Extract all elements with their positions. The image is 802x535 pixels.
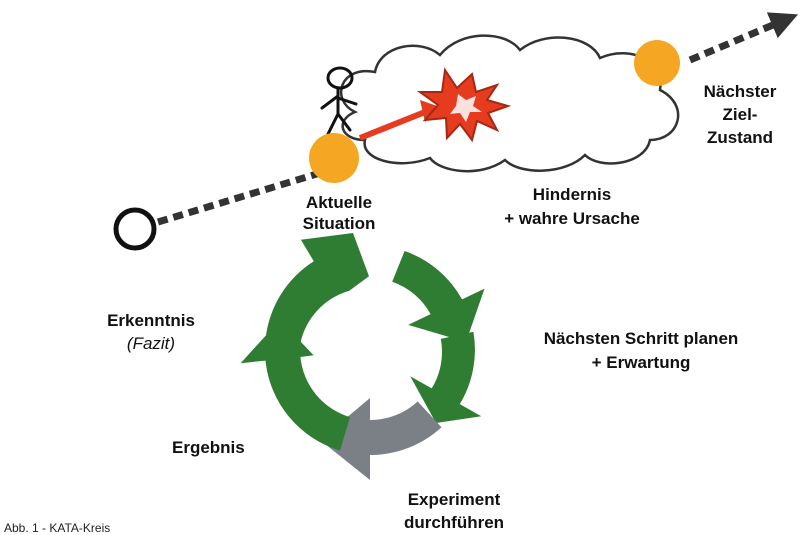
cycle-arrow-insight <box>265 233 369 343</box>
label-plan-next-step: Nächsten Schritt planen + Erwartung <box>506 327 776 375</box>
start-circle-icon <box>113 207 157 251</box>
next-line3: Zustand <box>706 128 774 147</box>
obstacle-line2: + wahre Ursache <box>504 209 640 228</box>
next-line1: Nächster <box>703 82 777 101</box>
current-line2: Situation <box>302 214 376 233</box>
cloud-icon <box>339 34 680 173</box>
experiment-line2: durchführen <box>403 513 505 532</box>
cycle-arrow-obstacle <box>392 251 485 342</box>
path-line-start <box>156 166 332 226</box>
path-line-end <box>688 12 799 64</box>
experiment-line1: Experiment <box>407 490 501 509</box>
obstacle-line1: Hindernis <box>532 185 612 204</box>
explosion-icon <box>416 67 512 143</box>
insight-sub: (Fazit) <box>126 334 176 353</box>
obstacle-arrow <box>358 109 427 141</box>
label-insight: Erkenntnis (Fazit) <box>86 309 216 355</box>
plan-line2: + Erwartung <box>591 353 691 372</box>
next-target-marker <box>634 40 680 86</box>
label-next-target-state: Nächster Ziel- Zustand <box>680 80 800 149</box>
plan-line1: Nächsten Schritt planen <box>543 329 739 348</box>
figure-caption: Abb. 1 - KATA-Kreis <box>4 521 111 535</box>
label-experiment: Experiment durchführen <box>366 488 542 534</box>
label-obstacle: Hindernis + wahre Ursache <box>474 183 670 231</box>
cycle-arrow-plan <box>410 331 482 423</box>
label-result: Ergebnis <box>172 438 245 457</box>
cycle-arrow-experiment <box>320 398 442 480</box>
insight-line1: Erkenntnis <box>107 311 195 330</box>
cycle-arrow-result <box>240 320 350 451</box>
stick-figure-icon <box>320 66 358 136</box>
current-situation-marker <box>309 133 359 183</box>
label-current-situation: Aktuelle Situation <box>286 192 392 234</box>
next-line2: Ziel- <box>722 105 758 124</box>
current-line1: Aktuelle <box>305 193 373 212</box>
